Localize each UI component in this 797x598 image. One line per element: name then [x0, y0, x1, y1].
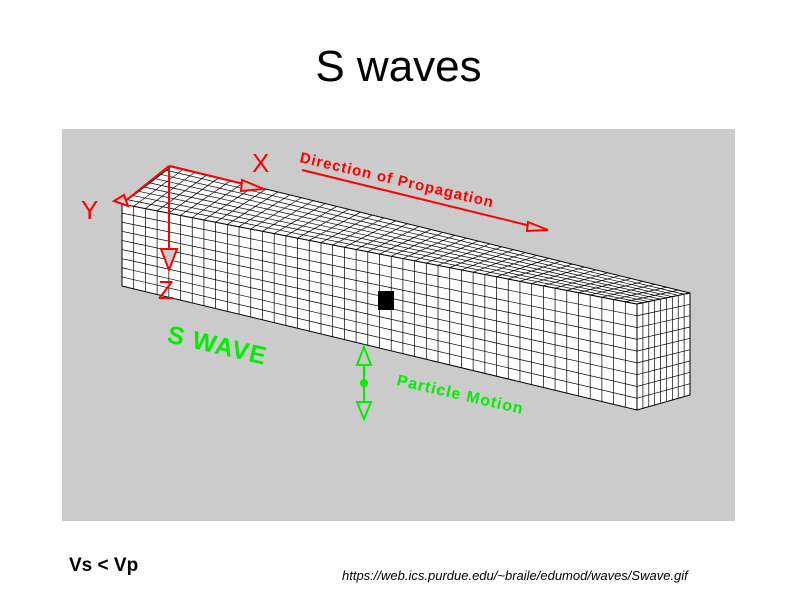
grid-line — [496, 258, 549, 278]
grid-line — [344, 220, 396, 248]
grid-line — [262, 200, 314, 232]
grid-line — [156, 174, 208, 212]
grid-line — [636, 349, 691, 364]
grid-line — [636, 383, 691, 399]
grid-line — [320, 214, 373, 243]
velocity-note: Vs < Vp — [69, 555, 139, 576]
propagation-arrow-icon — [301, 169, 549, 233]
grid-line — [133, 168, 184, 207]
grid-line — [168, 177, 220, 214]
grid-line — [473, 252, 526, 273]
grid-line — [379, 229, 432, 255]
grid-line — [215, 188, 267, 223]
grid-line — [285, 206, 337, 237]
grid-line — [121, 267, 638, 387]
grid-line — [613, 286, 667, 300]
x-axis-label: X — [252, 148, 269, 178]
grid-line — [127, 199, 643, 304]
grid-line — [160, 174, 679, 296]
grid-line — [519, 263, 573, 282]
grid-line — [391, 232, 443, 257]
grid-line — [238, 194, 290, 228]
grid-line — [144, 186, 661, 300]
grid-line — [145, 171, 196, 209]
grid-line — [355, 223, 408, 250]
grid-line — [250, 197, 302, 230]
grid-line — [121, 230, 638, 340]
grid-line — [309, 211, 361, 241]
grid-line — [227, 191, 279, 225]
grid-line — [121, 212, 638, 317]
grid-lines — [121, 168, 691, 409]
grid-line — [297, 208, 349, 239]
grid-line — [636, 360, 691, 376]
coordinate-axes — [111, 165, 549, 273]
grid-line — [180, 180, 232, 216]
grid-line — [121, 276, 638, 399]
grid-line — [367, 226, 420, 253]
grid-line — [133, 195, 649, 302]
grid-line — [449, 246, 502, 268]
grid-line — [273, 203, 326, 234]
particle-motion-double-headed-arrow-icon — [355, 344, 373, 422]
grid-line — [402, 234, 455, 259]
y-axis-label: Y — [81, 195, 98, 225]
grid-line — [636, 303, 691, 317]
grid-line — [192, 183, 243, 218]
grid-line — [566, 275, 620, 291]
grid-line — [138, 190, 655, 301]
grid-line — [543, 269, 596, 287]
grid-line — [508, 260, 561, 280]
s-wave-diagram: X Y Z Direction of Propagation S WAVE Pa… — [62, 129, 735, 521]
grid-line — [531, 266, 585, 284]
grid-line — [636, 326, 691, 340]
grid-line — [636, 371, 691, 387]
grid-line — [426, 240, 479, 264]
grid-line — [601, 284, 655, 298]
grid-line — [414, 237, 467, 262]
z-axis-label: Z — [158, 275, 174, 305]
grid-line — [590, 281, 643, 296]
grid-line — [203, 185, 255, 221]
grid-line — [149, 182, 667, 299]
grid-line — [155, 178, 673, 298]
grid-line — [437, 243, 490, 266]
highlighted-particle — [378, 291, 394, 310]
y-axis-arrow-icon — [111, 165, 170, 208]
grid-block — [120, 165, 691, 411]
grid-line — [636, 337, 691, 352]
grid-line — [121, 221, 638, 328]
x-axis-arrow-icon — [168, 165, 265, 193]
grid-line — [484, 255, 538, 275]
grid-line — [578, 278, 632, 293]
grid-line — [625, 289, 679, 303]
grid-line — [461, 249, 514, 271]
z-axis-arrow-icon — [159, 166, 179, 273]
grid-line — [636, 315, 691, 328]
source-url[interactable]: https://web.ics.purdue.edu/~braile/edumo… — [342, 568, 688, 583]
grid-line — [332, 217, 385, 246]
grid-line — [121, 258, 638, 376]
slide-title: S waves — [315, 42, 482, 91]
grid-line — [554, 272, 608, 289]
